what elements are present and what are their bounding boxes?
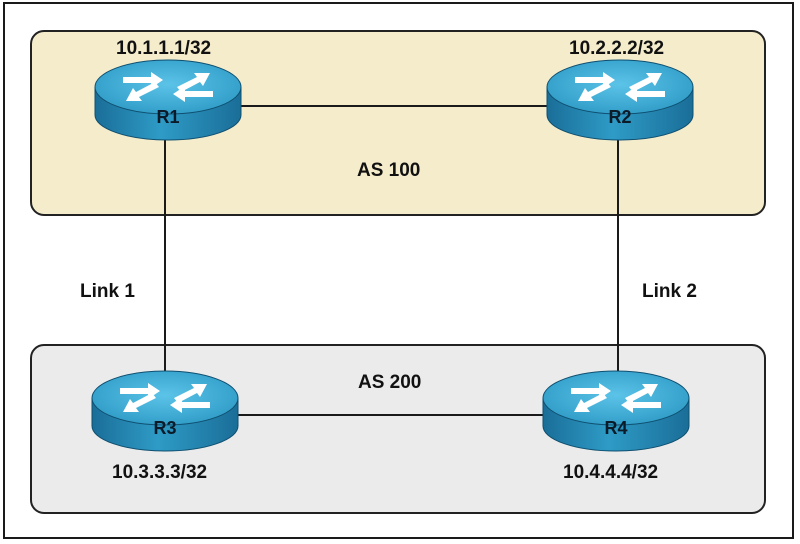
router-r2: R2 <box>545 57 695 143</box>
router-r1-name: R1 <box>156 107 180 127</box>
router-r4: R4 <box>541 368 691 454</box>
as-100-label: AS 100 <box>357 160 421 181</box>
router-icon <box>545 57 695 143</box>
r4-ip-label: 10.4.4.4/32 <box>563 462 659 483</box>
router-icon <box>93 57 243 143</box>
router-icon <box>90 368 240 454</box>
link-1-line <box>164 130 166 392</box>
router-r2-name: R2 <box>608 107 632 127</box>
router-r3: R3 <box>90 368 240 454</box>
as-200-label: AS 200 <box>358 372 422 393</box>
r3-r4-connection <box>168 414 618 416</box>
router-r4-name: R4 <box>604 418 628 438</box>
r1-r2-connection <box>168 105 618 107</box>
diagram-border <box>3 2 794 539</box>
r3-ip-label: 10.3.3.3/32 <box>112 462 208 483</box>
link-2-line <box>617 130 619 392</box>
router-icon <box>541 368 691 454</box>
router-r1: R1 <box>93 57 243 143</box>
router-r3-name: R3 <box>153 418 177 438</box>
link-2-label: Link 2 <box>642 281 697 302</box>
r2-ip-label: 10.2.2.2/32 <box>569 38 665 59</box>
r1-ip-label: 10.1.1.1/32 <box>116 38 212 59</box>
link-1-label: Link 1 <box>80 281 135 302</box>
